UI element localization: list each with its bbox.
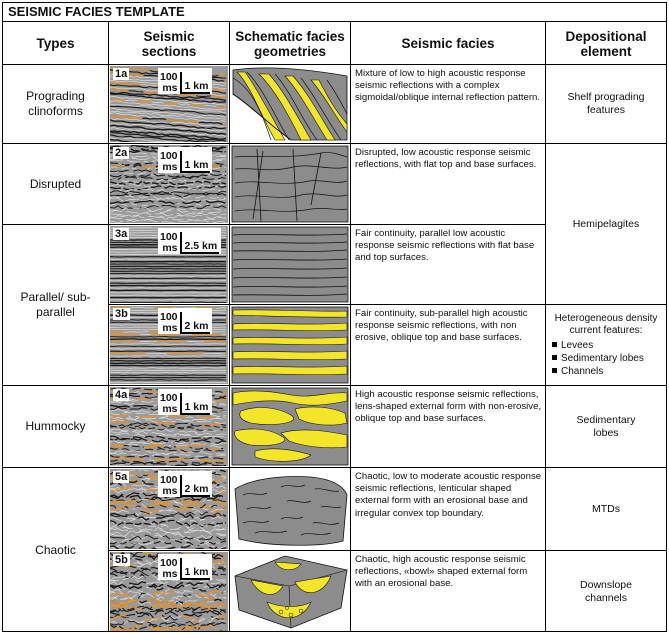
- type-hummocky: Hummocky: [25, 419, 86, 433]
- schematic-parallel: [231, 226, 349, 303]
- scale-distance: 1 km: [181, 402, 211, 415]
- element-mtds: MTDs: [592, 502, 620, 515]
- element-hetero-title: Heterogeneous density current features:: [554, 312, 658, 336]
- schematic-chaotic-mtd: [234, 476, 348, 546]
- section-label: 5a: [113, 471, 130, 483]
- type-disrupted: Disrupted: [29, 176, 82, 191]
- facies-3a: Fair continuity, parallel low acoustic r…: [355, 228, 535, 264]
- header-types: Types: [36, 36, 75, 51]
- table-frame: [2, 22, 667, 632]
- section-label: 5b: [113, 554, 130, 566]
- element-hetero-item: Channels: [552, 365, 666, 378]
- facies-5b: Chaotic, high acoustic response seismic …: [355, 554, 528, 590]
- type-prograding: Prograding clinoforms: [26, 89, 85, 118]
- facies-4a: High acoustic response seismic reflectio…: [355, 389, 542, 425]
- section-label: 2a: [113, 147, 130, 159]
- header-facies: Seismic facies: [401, 36, 495, 51]
- header-element: Depositional element: [565, 28, 647, 59]
- element-downslope: Downslope channels: [580, 578, 632, 604]
- type-chaotic: Chaotic: [35, 542, 76, 557]
- element-hemipelagites: Hemipelagites: [572, 217, 640, 230]
- section-label: 3a: [113, 228, 130, 240]
- schematic-chaotic-bowl: [234, 555, 348, 629]
- figure-title: SEISMIC FACIES TEMPLATE: [2, 2, 667, 22]
- header-sections: Seismic sections: [141, 28, 197, 59]
- schematic-subparallel: [231, 306, 349, 384]
- facies-5a: Chaotic, low to moderate acoustic respon…: [355, 471, 542, 519]
- element-heterogeneous: Heterogeneous density current features: …: [546, 305, 666, 385]
- scale-distance: 1 km: [181, 81, 211, 94]
- section-label: 1a: [113, 68, 130, 80]
- schematic-hummocky: [231, 387, 349, 466]
- section-label: 4a: [113, 389, 130, 401]
- header-geometries: Schematic facies geometries: [235, 28, 345, 59]
- schematic-disrupted: [231, 145, 349, 223]
- scale-distance: 1 km: [181, 160, 211, 173]
- element-hetero-item: Sedimentary lobes: [552, 352, 666, 365]
- facies-2a: Disrupted, low acoustic response seismic…: [355, 147, 537, 171]
- facies-1a: Mixture of low to high acoustic response…: [355, 68, 541, 104]
- element-lobes: Sedimentary lobes: [576, 413, 636, 439]
- scale-distance: 2 km: [181, 484, 211, 497]
- facies-3b: Fair continuity, sub-parallel high acous…: [355, 308, 528, 344]
- scale-distance: 2.5 km: [181, 241, 220, 254]
- type-parallel: Parallel/ sub-parallel: [20, 290, 91, 319]
- element-hetero-item: Levees: [552, 339, 666, 352]
- section-label: 3b: [113, 308, 130, 320]
- scale-distance: 2 km: [181, 321, 211, 334]
- element-shelf: Shelf prograding features: [567, 91, 645, 116]
- scale-distance: 1 km: [181, 567, 211, 580]
- schematic-prograding: [231, 66, 349, 142]
